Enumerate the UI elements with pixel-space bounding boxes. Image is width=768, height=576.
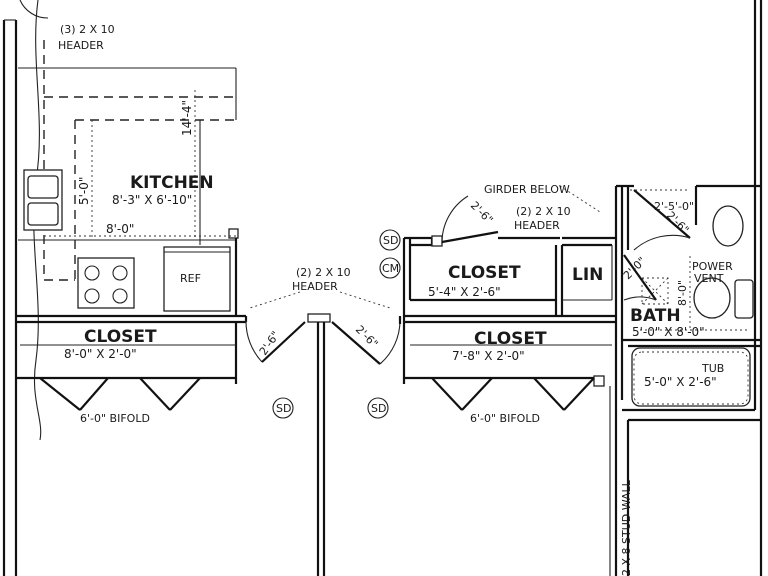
header-top-line1: (3) 2 X 10: [60, 23, 115, 36]
dim-kitchen-counter: 5'-0": [77, 177, 91, 205]
ref-label: REF: [180, 272, 201, 285]
closet-center-name: CLOSET: [448, 263, 521, 283]
smoke-detector-icon: SD: [367, 397, 389, 419]
upper-counter: [18, 67, 237, 245]
dim-bath-door-a: 2'-6": [664, 209, 692, 237]
dim-kitchen-vertical: 14'-4": [180, 100, 194, 136]
bifold-left-label: 6'-0" BIFOLD: [80, 412, 150, 425]
header-right-line1: (2) 2 X 10: [516, 205, 571, 218]
header-top-line2: HEADER: [58, 39, 104, 52]
dim-bath-side: 8'-0": [676, 280, 689, 306]
girder-label: GIRDER BELOW: [484, 183, 570, 196]
left-exterior-wall: [2, 0, 42, 576]
bath-doors: [623, 189, 691, 301]
dim-door-left: 2'-6": [257, 329, 283, 358]
bifold-door-left: [39, 377, 201, 411]
dim-bath-door-b: 2'-0": [621, 254, 649, 282]
bath-fixtures: [631, 205, 754, 407]
dim-door-right: 2'-6": [353, 323, 381, 351]
header-mid-line1: (2) 2 X 10: [296, 266, 351, 279]
header-right-line2: HEADER: [514, 219, 560, 232]
stud-wall-label: 2 X 8 STUD WALL: [620, 479, 633, 576]
bath-size: 5'-0" X 8'-0": [632, 325, 705, 339]
sink: [23, 169, 63, 231]
bath-name: BATH: [630, 306, 681, 326]
dim-kitchen-width: 8'-0": [106, 222, 134, 236]
bifold-door-right: [431, 377, 595, 411]
right-closet-walls: [404, 344, 612, 387]
tub-label: TUB: [701, 362, 724, 375]
closet-right-size: 7'-8" X 2'-0": [452, 349, 525, 363]
closet-center-size: 5'-4" X 2'-6": [428, 285, 501, 299]
closet-left-size: 8'-0" X 2'-0": [64, 347, 137, 361]
dim-bath-top: 2'-5'-0": [654, 200, 694, 213]
center-closet-walls: [402, 195, 616, 384]
power-vent-line1: POWER: [692, 260, 733, 273]
linen-name: LIN: [572, 265, 603, 285]
bath-walls: [609, 0, 763, 576]
hall-doors: [244, 313, 402, 576]
dim-door-closet: 2'-6": [468, 199, 496, 227]
closet-left-name: CLOSET: [84, 327, 157, 347]
linen-closet: [562, 236, 616, 301]
svg-text:SD: SD: [371, 402, 386, 415]
closet-right-name: CLOSET: [474, 329, 547, 349]
header-arc: [19, 0, 49, 19]
svg-text:CM: CM: [382, 262, 399, 275]
tub-size: 5'-0" X 2'-6": [644, 375, 717, 389]
power-vent-icon: [641, 277, 669, 305]
header-mid-line2: HEADER: [292, 280, 338, 293]
stove: [77, 257, 135, 309]
kitchen-size: 8'-3" X 6'-10": [112, 193, 192, 207]
smoke-detector-icon: SD: [272, 397, 294, 419]
svg-text:SD: SD: [276, 402, 291, 415]
refrigerator: REF: [163, 246, 231, 312]
bifold-right-label: 6'-0" BIFOLD: [470, 412, 540, 425]
power-vent-line2: VENT: [694, 272, 724, 285]
dimension-lines: [44, 90, 750, 331]
kitchen-name: KITCHEN: [130, 173, 214, 193]
kitchen-post: [228, 228, 239, 239]
smoke-detector-icon: SD: [379, 229, 401, 251]
carbon-monoxide-icon: CM: [379, 257, 401, 279]
svg-text:SD: SD: [383, 234, 398, 247]
